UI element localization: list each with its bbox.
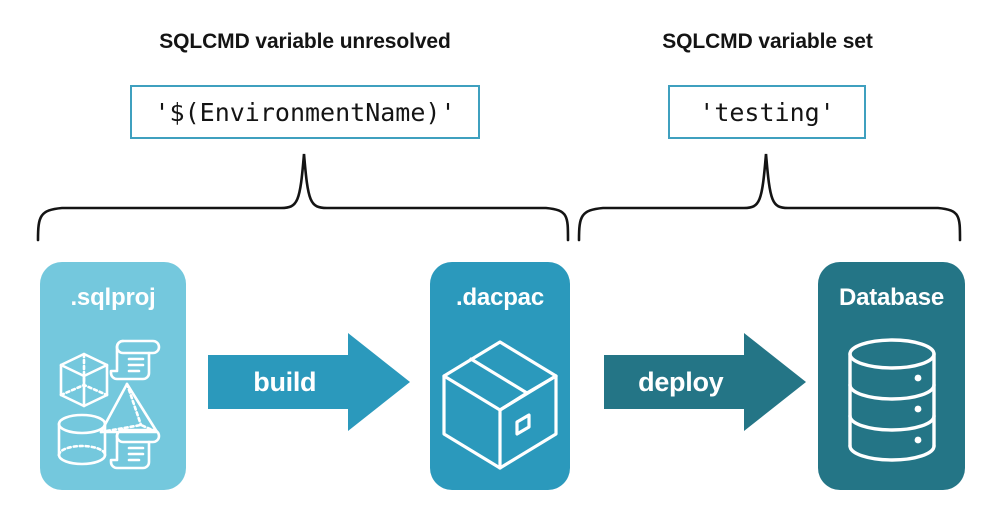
cylinder-icon	[57, 413, 107, 465]
brace-right	[577, 153, 962, 242]
code-value-resolved: 'testing'	[668, 85, 866, 139]
cube-icon	[59, 352, 109, 407]
node-dacpac-label: .dacpac	[456, 284, 544, 311]
arrow-deploy-shape	[604, 333, 806, 431]
brace-left	[36, 153, 570, 242]
node-sqlproj-label: .sqlproj	[70, 284, 156, 311]
node-sqlproj: .sqlproj	[40, 262, 186, 490]
script-scroll-icon	[109, 428, 161, 469]
sql-project-objects-icon	[40, 317, 186, 490]
brace-group	[36, 153, 962, 242]
arrow-build-shape	[208, 333, 410, 431]
script-scroll-icon	[109, 339, 161, 380]
heading-sqlcmd-set: SQLCMD variable set	[662, 30, 873, 53]
database-cylinder-icon	[818, 317, 965, 490]
heading-sqlcmd-unresolved: SQLCMD variable unresolved	[159, 30, 451, 53]
arrow-build: build	[208, 333, 410, 431]
node-dacpac: .dacpac	[430, 262, 570, 490]
node-database-label: Database	[838, 284, 945, 311]
arrow-deploy: deploy	[604, 333, 806, 431]
pyramid-icon	[99, 382, 159, 433]
node-database: Database	[818, 262, 965, 490]
code-value-unresolved: '$(EnvironmentName)'	[130, 85, 480, 139]
package-box-icon	[430, 317, 570, 490]
